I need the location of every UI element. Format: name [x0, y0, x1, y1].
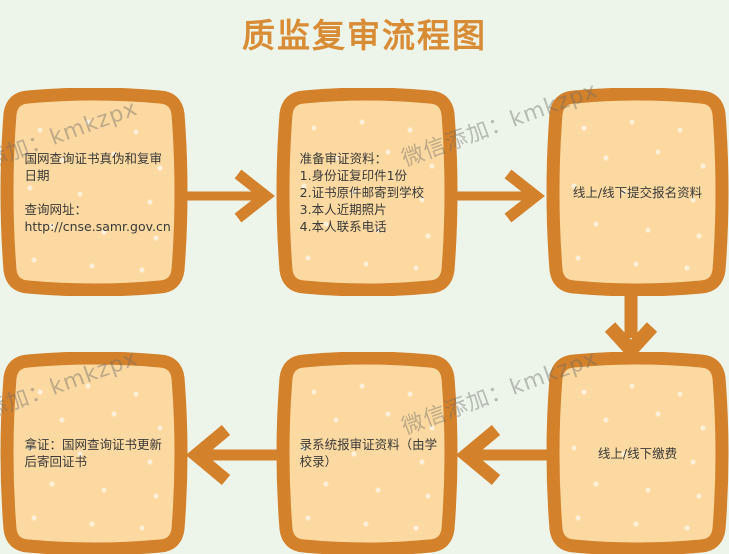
- arrow-right-icon: [456, 165, 552, 225]
- flow-node-label: 线上/线下提交报名资料: [572, 184, 703, 200]
- node-shape-cracker: [276, 352, 458, 554]
- flow-node-label: 录系统报审证资料（由学校录）: [299, 437, 438, 469]
- flow-node-verify-certificate[interactable]: 国网查询证书真伪和复审日期 查询网址：http://cnse.samr.gov.…: [0, 88, 188, 296]
- flow-node-label: 线上/线下缴费: [597, 445, 678, 461]
- flow-node-label: 国网查询证书真伪和复审日期 查询网址：http://cnse.samr.gov.…: [24, 150, 171, 234]
- flow-node-enter-system-records[interactable]: 录系统报审证资料（由学校录）: [276, 352, 458, 554]
- flow-node-submit-registration[interactable]: 线上/线下提交报名资料: [546, 88, 729, 296]
- node-shape-cracker: [0, 352, 188, 554]
- arrow-left-icon: [182, 424, 282, 486]
- flow-node-prepare-materials[interactable]: 准备审证资料： 1.身份证复印件1份 2.证书原件邮寄到学校 3.本人近期照片 …: [276, 88, 458, 296]
- page-title: 质监复审流程图: [242, 16, 487, 55]
- flow-node-label: 准备审证资料： 1.身份证复印件1份 2.证书原件邮寄到学校 3.本人近期照片 …: [299, 150, 425, 234]
- arrow-down-icon: [600, 296, 662, 356]
- flow-node-receive-certificate[interactable]: 拿证：国网查询证书更新后寄回证书: [0, 352, 188, 554]
- node-shape-cracker: [546, 88, 729, 296]
- flow-node-label: 拿证：国网查询证书更新后寄回证书: [24, 437, 162, 469]
- flow-node-make-payment[interactable]: 线上/线下缴费: [546, 352, 729, 554]
- node-shape-cracker: [276, 88, 458, 296]
- arrow-left-icon: [452, 424, 552, 486]
- arrow-right-icon: [186, 165, 282, 225]
- node-shape-cracker: [0, 88, 188, 296]
- node-shape-cracker: [546, 352, 729, 554]
